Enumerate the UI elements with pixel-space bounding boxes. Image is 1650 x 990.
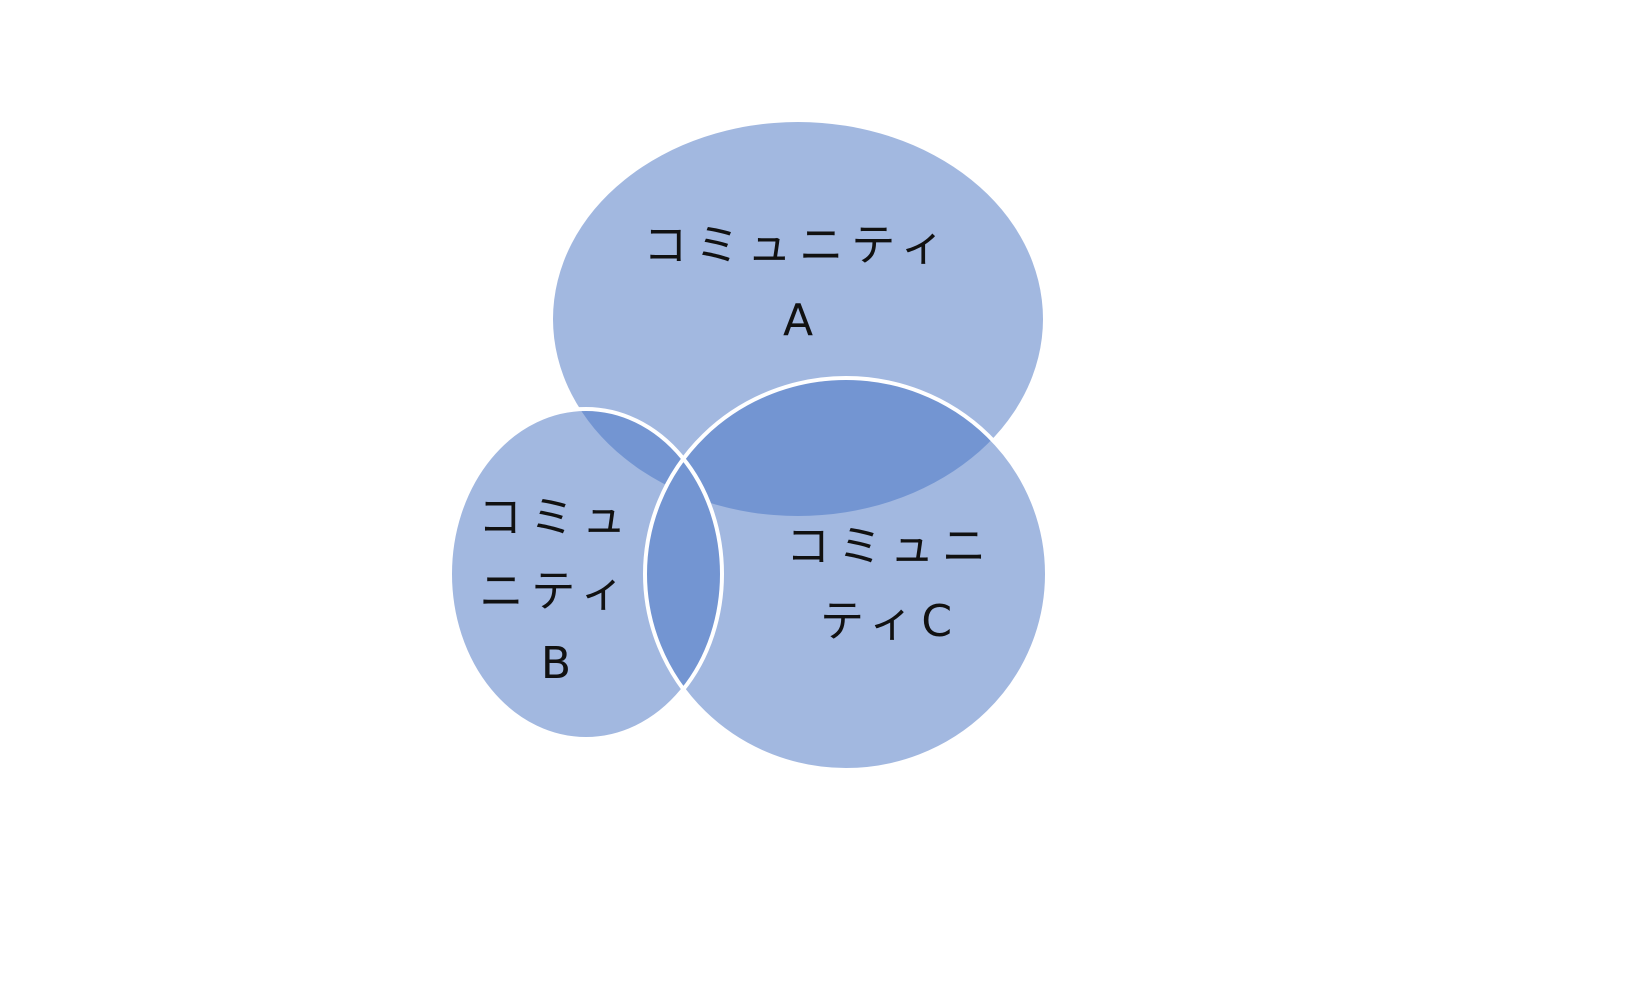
label-community-b-line-2: ニティ — [479, 566, 632, 617]
outline-community-c — [643, 376, 1049, 772]
outline-community-b — [448, 407, 724, 741]
label-community-b-line-3: B — [541, 638, 571, 689]
label-community-a: コミュニティ A — [643, 220, 952, 346]
label-community-c-line-2: ティC — [820, 596, 960, 647]
label-community-b: コミュ ニティ B — [478, 492, 634, 689]
label-community-a-line-1: コミュニティ — [643, 220, 952, 271]
label-community-c: コミュニ ティC — [786, 521, 994, 647]
label-community-a-line-2: A — [783, 295, 813, 346]
label-community-c-line-1: コミュニ — [786, 521, 994, 572]
label-community-b-line-1: コミュ — [478, 492, 634, 543]
circle-community-b — [450, 409, 722, 739]
